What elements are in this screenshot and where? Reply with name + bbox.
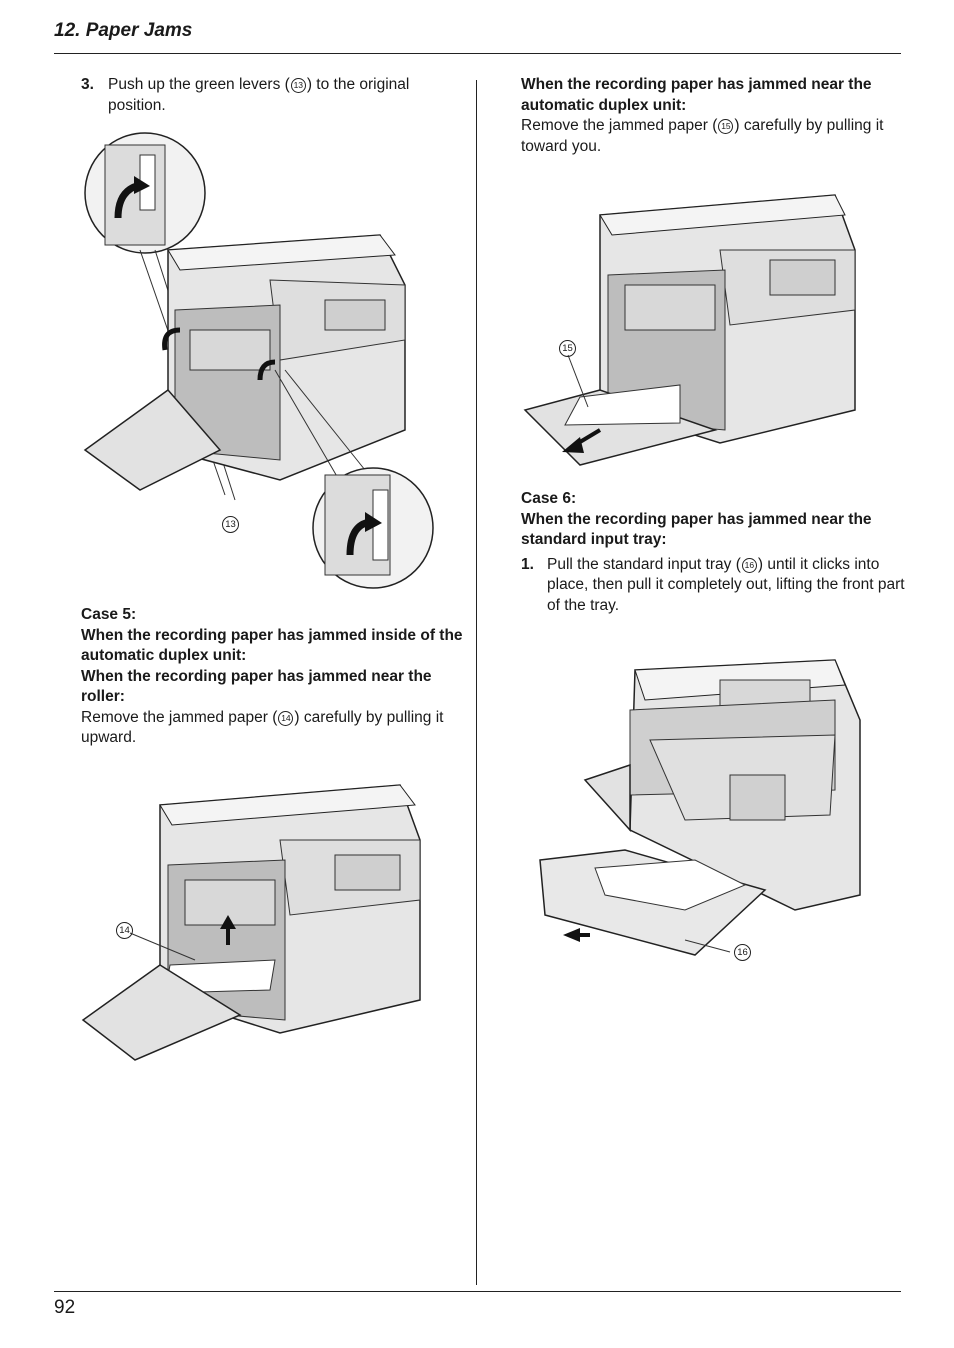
step-3: 3. Push up the green levers (13) to the … (81, 75, 461, 116)
figure-callout-16: 16 (733, 943, 752, 961)
step-3-text: Push up the green levers (13) to the ori… (108, 76, 410, 114)
figure-roller-jam (80, 765, 430, 1065)
page-number: 92 (54, 1297, 76, 1318)
duplex-section: When the recording paper has jammed near… (521, 75, 906, 157)
case-6-step-1-number: 1. (521, 555, 534, 573)
duplex-heading: When the recording paper has jammed near… (521, 76, 872, 114)
case-6-heading: Case 6: (521, 490, 577, 507)
figure-callout-14: 14 (115, 921, 134, 939)
case-5: Case 5: When the recording paper has jam… (81, 605, 466, 749)
case-6: Case 6: When the recording paper has jam… (521, 489, 906, 616)
ref-15: 15 (718, 119, 734, 134)
case-6-sub: When the recording paper has jammed near… (521, 510, 872, 549)
case-5-text: Remove the jammed paper (14) carefully b… (81, 708, 444, 747)
figure-duplex-jam (520, 175, 865, 475)
figure-callout-13: 13 (221, 515, 240, 533)
ref-14: 14 (278, 710, 294, 726)
figure-green-levers (80, 130, 440, 595)
figure-callout-15: 15 (558, 339, 577, 357)
ref-16: 16 (741, 557, 757, 573)
page-header-title: 12. Paper Jams (54, 20, 193, 41)
step-3-number: 3. (81, 76, 94, 93)
footer-rule (54, 1291, 901, 1292)
case-6-step-1: 1. Pull the standard input tray (16) unt… (521, 555, 906, 617)
case-6-step-1-text: Pull the standard input tray (16) until … (547, 555, 905, 614)
column-divider (476, 80, 477, 1285)
case-5-heading: Case 5: (81, 606, 137, 623)
header-rule (54, 53, 901, 54)
ref-13: 13 (290, 78, 306, 93)
case-5-sub1: When the recording paper has jammed insi… (81, 626, 463, 665)
duplex-text: Remove the jammed paper (15) carefully b… (521, 117, 884, 155)
case-5-sub2: When the recording paper has jammed near… (81, 667, 432, 706)
figure-input-tray (535, 640, 865, 965)
